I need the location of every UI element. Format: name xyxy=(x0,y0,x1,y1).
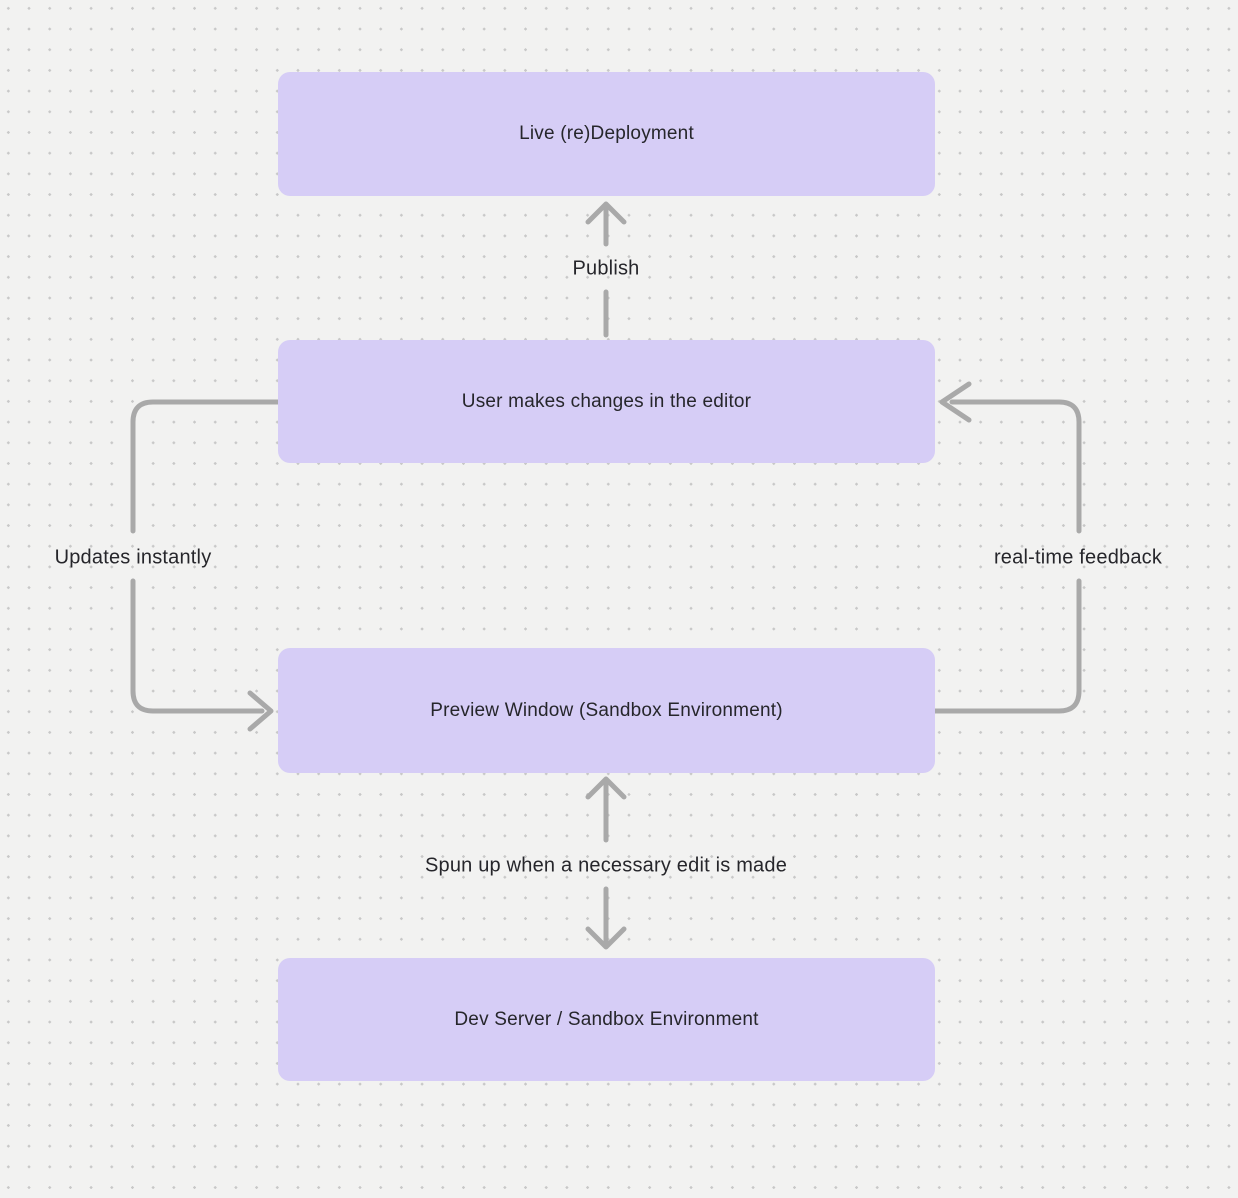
node-label: Preview Window (Sandbox Environment) xyxy=(430,699,783,721)
arrowhead-down-icon xyxy=(585,926,627,950)
connector-real-time-feedback[interactable] xyxy=(932,381,1082,714)
arrowhead-up-icon xyxy=(585,201,627,225)
arrowhead-left-icon xyxy=(939,381,972,423)
connector-publish[interactable] xyxy=(585,201,627,338)
edge-label-spun-up: Spun up when a necessary edit is made xyxy=(424,854,788,877)
edge-label-updates-instantly: Updates instantly xyxy=(54,546,212,569)
node-user-editor[interactable]: User makes changes in the editor xyxy=(278,340,935,463)
node-label: Live (re)Deployment xyxy=(519,123,694,144)
node-live-redeployment[interactable]: Live (re)Deployment xyxy=(278,72,935,196)
connector-spun-up[interactable] xyxy=(585,776,627,950)
arrowhead-up-icon xyxy=(585,776,627,800)
edge-label-publish: Publish xyxy=(572,257,640,280)
node-label: User makes changes in the editor xyxy=(461,390,752,412)
arrowhead-right-icon xyxy=(247,690,274,732)
connector-updates-instantly[interactable] xyxy=(130,399,281,732)
node-dev-server[interactable]: Dev Server / Sandbox Environment xyxy=(278,958,935,1081)
edge-label-real-time-feedback: real-time feedback xyxy=(993,546,1163,569)
node-label: Dev Server / Sandbox Environment xyxy=(454,1008,759,1030)
node-preview-window[interactable]: Preview Window (Sandbox Environment) xyxy=(278,648,935,773)
